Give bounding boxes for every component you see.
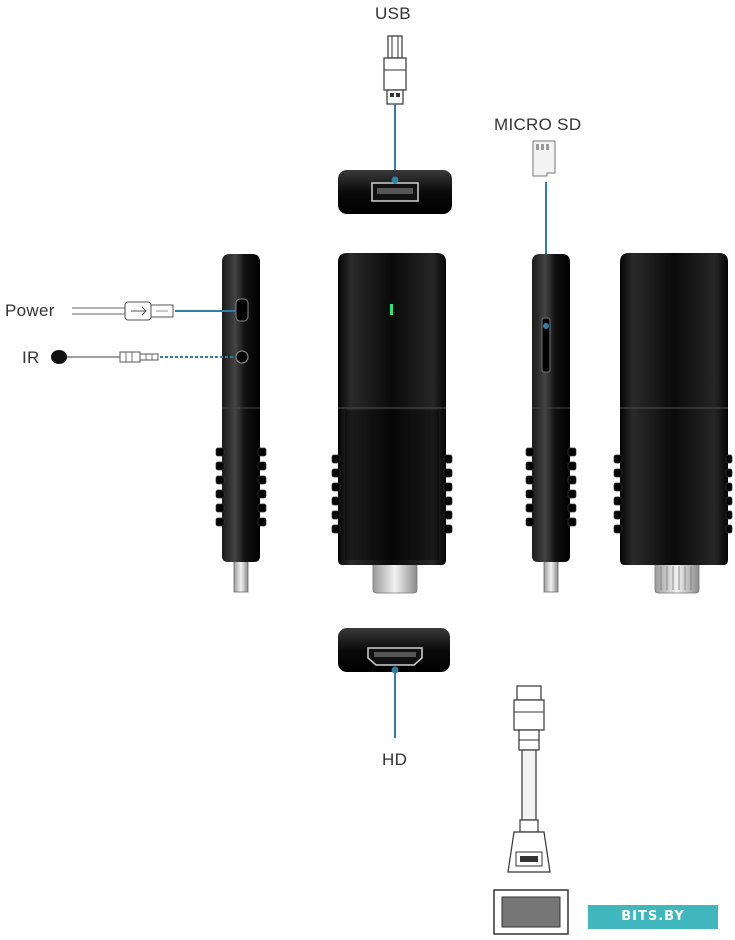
micro-usb-cable-icon xyxy=(72,301,174,321)
watermark-banner xyxy=(588,905,718,929)
label-micro-sd: MICRO SD xyxy=(494,115,582,134)
status-led xyxy=(390,304,393,315)
usb-port-cap xyxy=(338,170,452,214)
watermark-text: BITS.BY xyxy=(621,909,685,924)
usb-plug-icon xyxy=(383,35,407,105)
hdmi-port-cap xyxy=(338,628,450,674)
device-side-view-left xyxy=(215,254,267,593)
label-hd: HD xyxy=(382,750,408,769)
label-power: Power xyxy=(5,301,55,320)
label-usb: USB xyxy=(375,4,411,23)
micro-sd-slot xyxy=(541,317,551,373)
device-front-view xyxy=(331,253,453,594)
device-side-view-right xyxy=(525,254,577,593)
tv-icon xyxy=(493,889,569,935)
hdmi-extension-cable-icon xyxy=(507,685,551,873)
label-ir: IR xyxy=(22,348,40,367)
micro-sd-card-icon xyxy=(532,140,556,177)
ir-cable-icon xyxy=(51,350,159,364)
device-back-view xyxy=(613,253,733,594)
